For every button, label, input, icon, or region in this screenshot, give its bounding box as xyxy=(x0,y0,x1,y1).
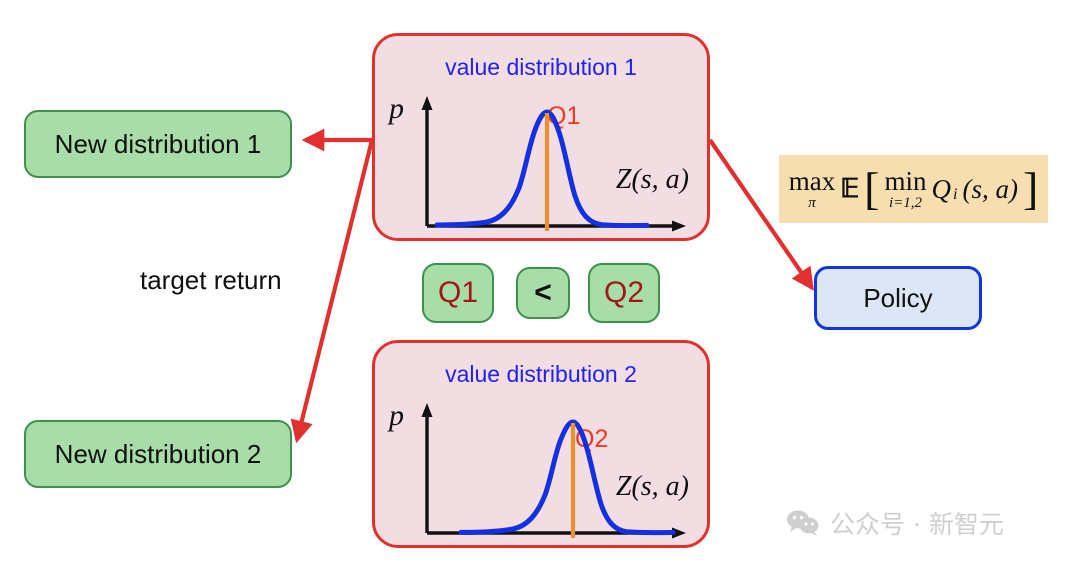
q-index-subscript: i xyxy=(953,186,958,203)
z-axis-label-2: Z(s, a) xyxy=(615,471,689,502)
value-distribution-1-panel[interactable]: value distribution 1 p Z(s, a) Q1 xyxy=(372,33,710,241)
p-axis-label-1: p xyxy=(389,92,404,125)
new-distribution-2-label: New distribution 2 xyxy=(54,438,262,469)
value-distribution-2-plot: value distribution 2 p Z(s, a) Q2 xyxy=(375,343,707,545)
watermark-text: 公众号 · 新智元 xyxy=(830,510,1004,539)
q2-chip-label: Q2 xyxy=(603,276,645,309)
objective-formula-box: max π 𝔼 [ min i=1,2 Q i (s, a) ] xyxy=(779,155,1048,223)
value-distribution-1-plot: value distribution 1 p Z(s, a) Q1 xyxy=(375,36,707,238)
policy-label: Policy xyxy=(863,282,933,313)
min-operator: min i=1,2 xyxy=(884,165,927,211)
q1-chip[interactable]: Q1 xyxy=(422,263,494,323)
min-operator-main: min xyxy=(884,165,927,196)
min-operator-subscript: i=1,2 xyxy=(888,194,923,211)
new-distribution-2-box[interactable]: New distribution 2 xyxy=(24,420,292,488)
distribution-1-svg xyxy=(421,96,686,232)
expectation-symbol: 𝔼 xyxy=(840,174,860,203)
target-return-annotation: target return xyxy=(140,265,282,295)
value-distribution-2-panel[interactable]: value distribution 2 p Z(s, a) Q2 xyxy=(372,340,710,548)
formula-content: max π 𝔼 [ min i=1,2 Q i (s, a) ] xyxy=(788,162,1039,214)
comparison-operator-chip[interactable]: < xyxy=(516,267,570,319)
distribution-2-svg xyxy=(421,403,686,539)
new-distribution-1-label: New distribution 1 xyxy=(54,128,262,159)
z-axis-label-1: Z(s, a) xyxy=(615,164,689,195)
q1-chip-label: Q1 xyxy=(437,276,479,309)
comparison-operator-label: < xyxy=(534,276,552,309)
q-symbol: Q xyxy=(931,173,952,204)
p-axis-label-2: p xyxy=(389,399,404,432)
value-distribution-2-title: value distribution 2 xyxy=(445,361,637,387)
policy-box[interactable]: Policy xyxy=(814,266,982,330)
q2-chip[interactable]: Q2 xyxy=(588,263,660,323)
max-operator: max π xyxy=(788,165,836,211)
value-distribution-1-title: value distribution 1 xyxy=(445,54,637,80)
max-operator-main: max xyxy=(788,165,836,196)
arrow-to-new-distribution-2 xyxy=(290,139,375,444)
bracket-close-icon: ] xyxy=(1022,162,1039,214)
new-distribution-1-box[interactable]: New distribution 1 xyxy=(24,110,292,178)
watermark: 公众号 · 新智元 xyxy=(786,505,1004,541)
q-arguments: (s, a) xyxy=(962,173,1018,204)
max-operator-subscript: π xyxy=(808,194,816,211)
bracket-open-icon: [ xyxy=(864,162,880,214)
wechat-icon xyxy=(787,510,819,536)
